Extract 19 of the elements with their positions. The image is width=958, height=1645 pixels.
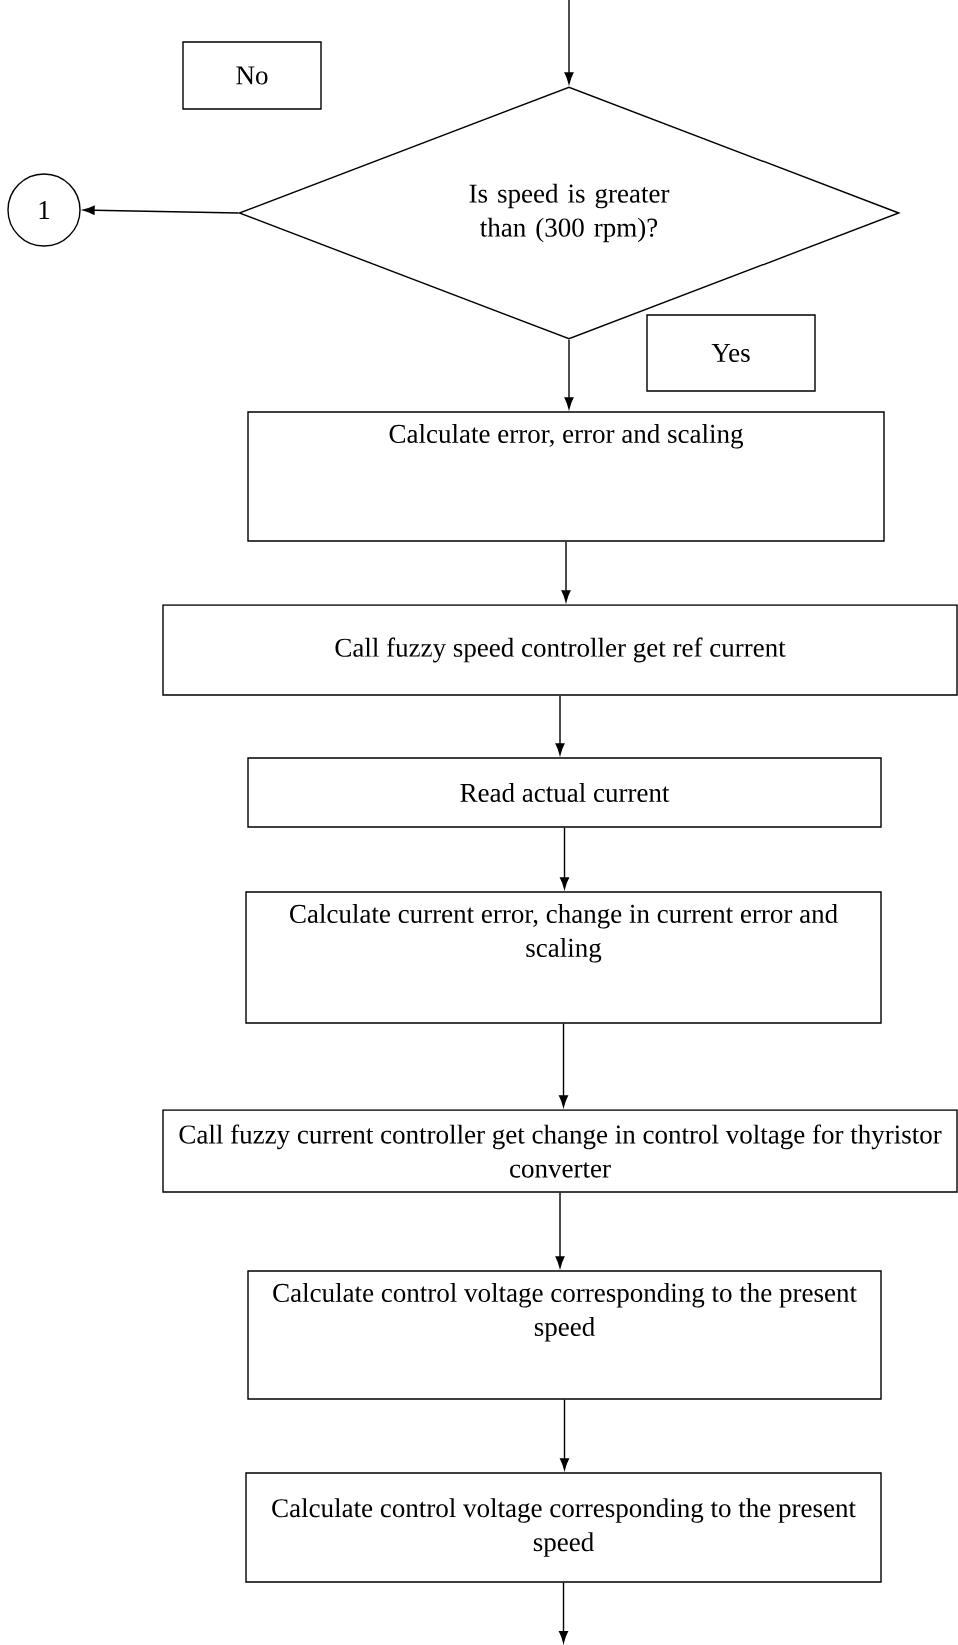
arrow (83, 205, 239, 215)
arrow (561, 541, 571, 602)
process-box: Calculate error, error and scaling (247, 411, 885, 542)
arrow (559, 1023, 569, 1107)
arrow (560, 1399, 570, 1470)
arrow (559, 1582, 569, 1643)
answer-label-box: No (182, 41, 322, 110)
process-box: Read actual current (247, 757, 882, 828)
arrow (564, 339, 574, 409)
arrow (560, 827, 570, 889)
process-box: Call fuzzy current controller get change in control voltage for thyristor converter (162, 1109, 958, 1193)
process-box: Calculate control voltage corresponding to the present speed (247, 1270, 882, 1400)
arrow (555, 695, 565, 755)
arrow (564, 0, 574, 84)
process-box: Calculate current error, change in current error and scaling (245, 891, 882, 1024)
answer-label-box: Yes (646, 314, 816, 392)
arrow (555, 1192, 565, 1268)
process-box: Call fuzzy speed controller get ref current (162, 604, 958, 696)
process-box: Calculate control voltage corresponding to the present speed (245, 1472, 882, 1583)
